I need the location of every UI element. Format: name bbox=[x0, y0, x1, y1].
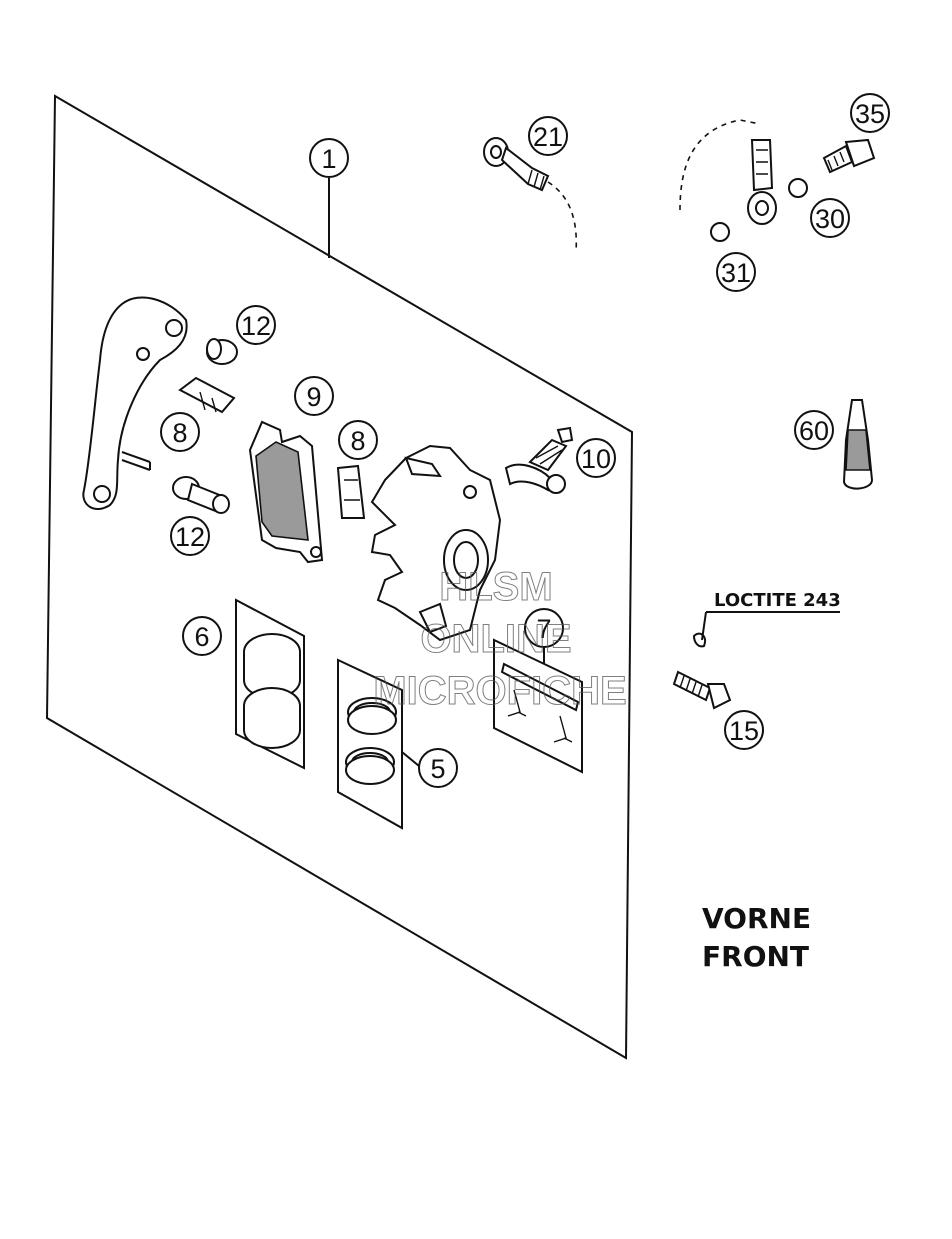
callout-10: 10 bbox=[576, 438, 616, 478]
callout-35: 35 bbox=[850, 93, 890, 133]
banjo-bolt bbox=[822, 138, 876, 174]
svg-text:12: 12 bbox=[175, 522, 205, 552]
caliper-bracket bbox=[82, 296, 188, 510]
region-label-vorne: VORNE bbox=[702, 902, 811, 935]
caliper-body bbox=[370, 444, 502, 642]
svg-text:15: 15 bbox=[729, 716, 759, 746]
svg-text:ONLINE: ONLINE bbox=[420, 617, 571, 661]
svg-text:12: 12 bbox=[241, 311, 271, 341]
callout-15: 15 bbox=[724, 710, 764, 750]
svg-text:10: 10 bbox=[581, 444, 611, 474]
region-label-front: FRONT bbox=[702, 940, 809, 973]
svg-text:7: 7 bbox=[536, 614, 551, 644]
callout-31: 31 bbox=[716, 252, 756, 292]
brake-hose-fitting bbox=[679, 119, 777, 225]
svg-text:MICROFICHE: MICROFICHE bbox=[373, 669, 626, 713]
svg-text:60: 60 bbox=[799, 416, 829, 446]
brake-pad bbox=[248, 420, 324, 564]
callout-5: 5 bbox=[401, 748, 458, 788]
bleeder-screw bbox=[504, 426, 574, 494]
svg-text:8: 8 bbox=[350, 426, 365, 456]
watermark: HLSM ONLINE MICROFICHE bbox=[373, 565, 627, 714]
svg-text:HLSM: HLSM bbox=[439, 565, 552, 609]
svg-text:8: 8 bbox=[172, 418, 187, 448]
callout-9: 9 bbox=[294, 376, 334, 416]
svg-text:9: 9 bbox=[306, 382, 321, 412]
svg-text:21: 21 bbox=[533, 122, 563, 152]
brake-hose-banjo bbox=[483, 137, 578, 253]
caliper-screw bbox=[672, 611, 840, 710]
svg-text:6: 6 bbox=[194, 622, 209, 652]
callout-8-left: 8 bbox=[160, 412, 200, 452]
callout-7: 7 bbox=[524, 608, 564, 664]
svg-text:35: 35 bbox=[855, 99, 885, 129]
pad-spring-right bbox=[336, 464, 366, 519]
seal-kit bbox=[337, 658, 403, 830]
piston-set bbox=[235, 598, 305, 770]
pad-spring-left bbox=[178, 376, 236, 414]
callout-8-right: 8 bbox=[338, 420, 378, 460]
loctite-bottle bbox=[842, 399, 874, 490]
callout-60: 60 bbox=[794, 410, 834, 450]
pad-pin-kit bbox=[493, 638, 583, 774]
svg-text:1: 1 bbox=[321, 144, 336, 174]
callout-6: 6 bbox=[182, 616, 222, 656]
guide-bushing-lower bbox=[172, 476, 230, 514]
svg-text:5: 5 bbox=[430, 754, 445, 784]
svg-text:31: 31 bbox=[721, 258, 751, 288]
callout-12-lower: 12 bbox=[170, 516, 210, 556]
loctite-label: LOCTITE 243 bbox=[714, 590, 841, 611]
callout-30: 30 bbox=[810, 198, 850, 238]
assembly-panel bbox=[45, 94, 634, 1060]
callout-21: 21 bbox=[528, 116, 568, 156]
callout-12-upper: 12 bbox=[236, 305, 276, 345]
svg-text:30: 30 bbox=[815, 204, 845, 234]
callout-1: 1 bbox=[309, 138, 349, 178]
sealing-washer-lower bbox=[710, 222, 730, 242]
guide-bushing-upper bbox=[206, 338, 238, 365]
sealing-washer-upper bbox=[788, 178, 808, 198]
